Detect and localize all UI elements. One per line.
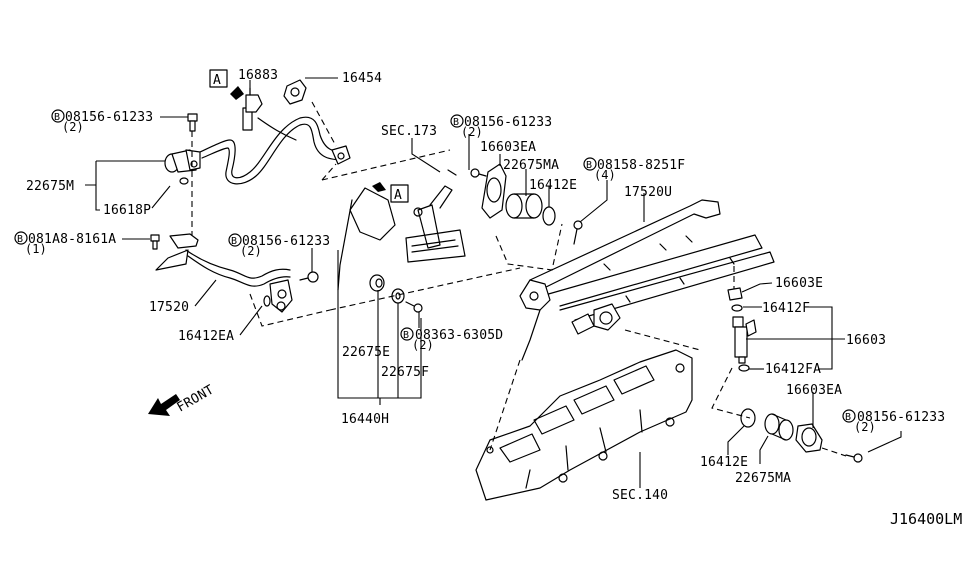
- label-16603E[interactable]: 16603E: [775, 276, 823, 291]
- svg-text:B: B: [231, 236, 237, 247]
- leader-lines: [85, 77, 902, 488]
- label-bolt-081A8[interactable]: B 081A8-8161A (1): [14, 231, 116, 256]
- bolt-08156-61233-bottom-right[interactable]: [845, 453, 863, 463]
- part-17520-fuel-tube[interactable]: [155, 233, 293, 313]
- svg-text:(1): (1): [25, 242, 47, 256]
- part-16883-damper[interactable]: [242, 87, 263, 131]
- label-bolt-bottom-right[interactable]: B 08156-61233 (2): [842, 409, 945, 434]
- part-16454-clamp[interactable]: [283, 79, 307, 105]
- part-22675E-grommet[interactable]: [369, 274, 385, 292]
- svg-text:(4): (4): [594, 168, 616, 182]
- svg-text:(2): (2): [854, 420, 876, 434]
- label-bolt-top-left[interactable]: B 08156-61233 (2): [51, 109, 153, 134]
- part-16440H-protector[interactable]: [337, 187, 396, 291]
- label-16412FA[interactable]: 16412FA: [765, 362, 821, 377]
- part-22675M-damper[interactable]: [164, 149, 201, 173]
- svg-text:(2): (2): [240, 244, 262, 258]
- label-22675MA-top[interactable]: 22675MA: [503, 158, 559, 173]
- o-ring-16618P[interactable]: [179, 177, 189, 185]
- label-16603[interactable]: 16603: [846, 333, 886, 348]
- sec-173-fuel-line-bracket[interactable]: [405, 169, 466, 263]
- front-arrow-icon: [148, 394, 180, 416]
- view-marker-a-middle: A: [394, 188, 402, 203]
- svg-text:081A8-8161A: 081A8-8161A: [28, 232, 116, 247]
- label-bolt-top-center[interactable]: B 08156-61233 (2): [450, 114, 552, 139]
- label-16454[interactable]: 16454: [342, 71, 382, 86]
- svg-text:B: B: [845, 412, 851, 423]
- label-16618P[interactable]: 16618P: [103, 203, 151, 218]
- label-bolt-08158[interactable]: B 08158-8251F (4): [583, 157, 685, 182]
- label-sec-140[interactable]: SEC.140: [612, 488, 668, 503]
- part-22675MA-damper-bottom[interactable]: [764, 413, 794, 441]
- bolt-08156-61233-mid-left[interactable]: [299, 271, 319, 283]
- view-arrow-icon: [372, 182, 386, 192]
- svg-text:08156-61233: 08156-61233: [857, 410, 945, 425]
- front-label: FRONT: [175, 382, 217, 415]
- view-marker-box-top: [209, 69, 228, 88]
- view-marker-a-top: A: [213, 73, 221, 88]
- o-ring-16412F[interactable]: [731, 304, 743, 312]
- svg-text:B: B: [403, 330, 409, 341]
- diagram-code: J16400LM: [890, 510, 962, 528]
- part-22675MA-damper-top[interactable]: [505, 193, 543, 219]
- svg-text:B: B: [586, 160, 592, 171]
- part-16603EA-plate-bottom[interactable]: [795, 423, 823, 453]
- label-22675M[interactable]: 22675M: [26, 179, 74, 194]
- label-22675E[interactable]: 22675E: [342, 345, 390, 360]
- part-17520U-fuel-rail[interactable]: [519, 199, 775, 361]
- view-marker-box: [390, 184, 409, 203]
- bolt-08156-61233-top-center[interactable]: [470, 168, 487, 178]
- bolt-08156-61233-top-left[interactable]: [187, 113, 198, 132]
- label-16412F[interactable]: 16412F: [762, 301, 810, 316]
- label-22675MA-bottom[interactable]: 22675MA: [735, 471, 791, 486]
- label-16412EA[interactable]: 16412EA: [178, 329, 234, 344]
- label-17520U[interactable]: 17520U: [624, 185, 672, 200]
- bolt-08158-8251F[interactable]: [573, 220, 583, 245]
- o-ring-16412FA[interactable]: [738, 364, 750, 372]
- view-arrow-icon-top: [230, 86, 244, 100]
- part-16603E-clip[interactable]: [727, 287, 743, 301]
- part-16603-fuel-injector[interactable]: [732, 316, 757, 364]
- svg-text:(2): (2): [412, 338, 434, 352]
- svg-text:08156-61233: 08156-61233: [65, 110, 153, 125]
- o-ring-16412E-top[interactable]: [542, 206, 556, 226]
- sec-140-intake-manifold[interactable]: [475, 349, 693, 501]
- label-17520[interactable]: 17520: [149, 300, 189, 315]
- o-ring-16412E-bottom[interactable]: [740, 408, 756, 428]
- svg-text:(2): (2): [461, 125, 483, 139]
- label-bolt-08363[interactable]: B 08363-6305D (2): [400, 327, 503, 352]
- bolt-08363-6305D[interactable]: [405, 301, 423, 313]
- svg-text:08156-61233: 08156-61233: [464, 115, 552, 130]
- svg-text:B: B: [17, 234, 23, 245]
- label-16440H[interactable]: 16440H: [341, 412, 389, 427]
- label-16883[interactable]: 16883: [238, 68, 278, 83]
- svg-text:08156-61233: 08156-61233: [242, 234, 330, 249]
- label-22675F[interactable]: 22675F: [381, 365, 429, 380]
- svg-text:B: B: [54, 112, 60, 123]
- label-16412E-top[interactable]: 16412E: [529, 178, 577, 193]
- label-16412E-bottom[interactable]: 16412E: [700, 455, 748, 470]
- part-16603EA-plate-top[interactable]: [481, 163, 507, 219]
- label-sec-173[interactable]: SEC.173: [381, 124, 437, 139]
- svg-text:(2): (2): [62, 120, 84, 134]
- label-16603EA-bottom[interactable]: 16603EA: [786, 383, 842, 398]
- bolt-081A8-8161A[interactable]: [150, 234, 160, 250]
- label-bolt-mid-left[interactable]: B 08156-61233 (2): [228, 233, 330, 258]
- fuel-hose-assembly[interactable]: [199, 116, 346, 185]
- hose-end-clamp: [331, 145, 351, 165]
- svg-text:08363-6305D: 08363-6305D: [415, 328, 503, 343]
- o-ring-16412EA[interactable]: [263, 295, 271, 307]
- svg-text:B: B: [453, 117, 459, 128]
- svg-text:08158-8251F: 08158-8251F: [597, 158, 685, 173]
- label-16603EA-top[interactable]: 16603EA: [480, 140, 536, 155]
